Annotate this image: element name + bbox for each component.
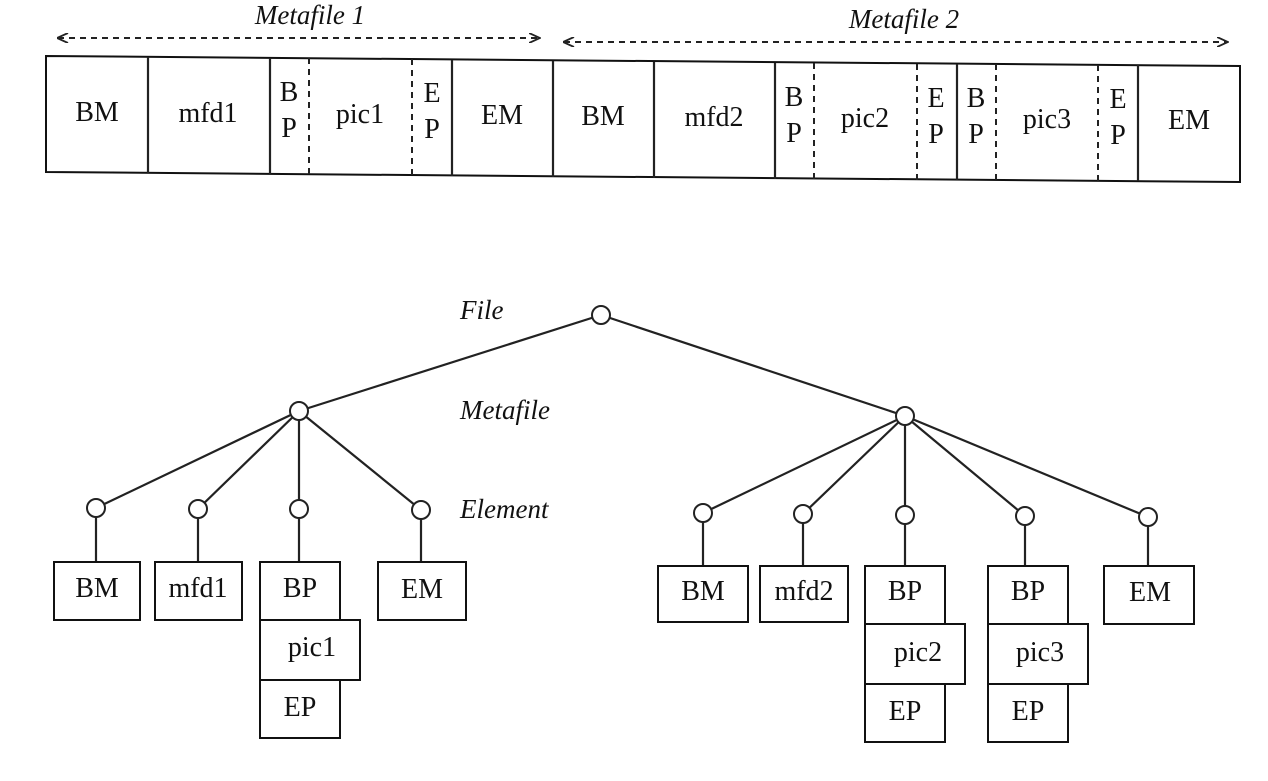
leaf-box-bp-2 [864,565,946,625]
leaf-box-em-2 [1103,565,1195,625]
element-node [1015,506,1035,526]
tree-edges [94,313,1150,566]
leaf-label-bp-3: BP [1011,576,1045,607]
metafile2-label: Metafile 2 [848,4,959,34]
leaf-label-em-2: EM [1129,577,1171,608]
level-label-file: File [459,295,503,325]
bar-cell-pic3: pic3 [1023,104,1071,135]
bar-cell-bm-2: BM [581,101,625,132]
leaf-box-ep-3 [987,683,1069,743]
leaf-label-mfd1: mfd1 [168,573,227,604]
bar-cell-bp2-p: P [786,118,802,149]
bar-cell-ep1-p: P [424,114,440,145]
metafile2-elements: BM mfd2 BP pic2 EP BP pic3 EP EM [657,565,1195,743]
leaf-box-mfd2 [759,565,849,623]
metafile-bar: BM mfd1 B P pic1 E P EM BM mfd2 B P pic2… [45,54,1241,184]
bar-cell-em-2: EM [1168,105,1210,136]
level-label-metafile: Metafile [459,395,550,425]
bar-cell-ep3-p: P [1110,120,1126,151]
leaf-label-pic1: pic1 [288,632,336,663]
metafile1-node [289,401,309,421]
leaf-label-bm-1: BM [75,573,119,604]
bar-cell-bm-1: BM [75,97,119,128]
leaf-box-pic2 [864,623,966,685]
leaf-box-mfd1 [154,561,243,621]
element-node [793,504,813,524]
element-node [289,499,309,519]
bar-cell-bp1-b: B [280,77,299,108]
element-node [86,498,106,518]
leaf-label-pic2: pic2 [894,637,942,668]
element-node [1138,507,1158,527]
file-node [591,305,611,325]
metafile1-elements: BM mfd1 BP pic1 EP EM [53,561,467,739]
leaf-box-bp-1 [259,561,341,621]
leaf-label-ep-3: EP [1012,696,1045,727]
bar-cell-ep2-e: E [927,83,944,114]
level-label-element: Element [459,494,550,524]
bar-cell-bp3-b: B [967,83,986,114]
metafile1-label: Metafile 1 [254,0,365,30]
element-node [895,505,915,525]
bar-cell-bp3-p: P [968,119,984,150]
leaf-label-mfd2: mfd2 [774,576,833,607]
metafile2-span: Metafile 2 [564,4,1228,42]
leaf-label-ep-1: EP [284,692,317,723]
metafile2-node [895,406,915,426]
bar-cell-ep3-e: E [1109,84,1126,115]
leaf-box-ep-2 [864,683,946,743]
bar-cell-ep2-p: P [928,119,944,150]
leaf-box-em-1 [377,561,467,621]
bar-cell-mfd2: mfd2 [684,102,743,133]
bar-cell-ep1-e: E [423,78,440,109]
tree-nodes [86,305,1158,527]
bar-cell-mfd1: mfd1 [178,98,237,129]
leaf-label-em-1: EM [401,574,443,605]
element-node [188,499,208,519]
bar-cell-bp2-b: B [785,82,804,113]
metafile1-span: Metafile 1 [58,0,540,38]
element-node [693,503,713,523]
leaf-label-bp-2: BP [888,576,922,607]
bar-cell-pic2: pic2 [841,103,889,134]
leaf-label-bp-1: BP [283,573,317,604]
leaf-box-ep-1 [259,679,341,739]
leaf-label-pic3: pic3 [1016,637,1064,668]
leaf-label-bm-2: BM [681,576,725,607]
leaf-box-bm-1 [53,561,141,621]
leaf-label-ep-2: EP [889,696,922,727]
bar-cell-bp1-p: P [281,113,297,144]
leaf-box-bm-2 [657,565,749,623]
leaf-box-pic1 [259,619,361,681]
bar-cell-em-1: EM [481,100,523,131]
bar-cell-pic1: pic1 [336,99,384,130]
element-node [411,500,431,520]
